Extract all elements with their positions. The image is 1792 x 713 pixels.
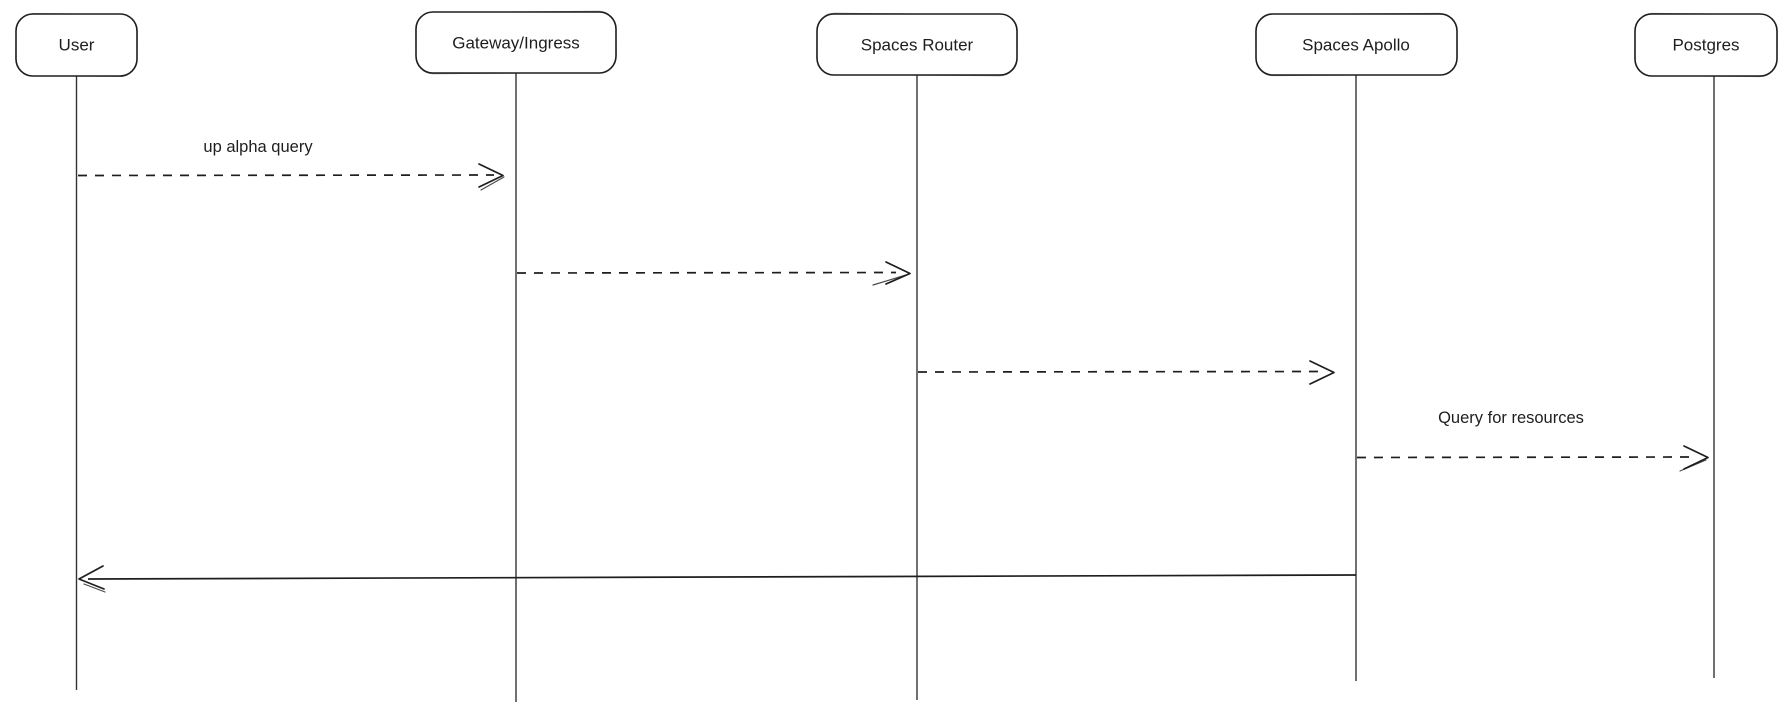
message-gateway-to-spaces-router [516,261,911,286]
message-user-to-gateway: up alpha query [77,138,505,191]
actor-gateway-ingress: Gateway/Ingress [415,10,617,75]
actor-box-gateway-ingress [415,11,617,74]
actor-label-spaces-apollo: Spaces Apollo [1302,36,1410,55]
arrowhead-right-spaces-router-sketch-stroke [872,274,907,286]
message-line-spaces-apollo-to-postgres [1356,456,1695,459]
actor-box-postgres [1634,13,1778,77]
actor-user: User [15,13,138,77]
arrowhead-right-gateway [478,163,504,188]
message-spaces-apollo-to-postgres: Query for resources [1356,409,1709,472]
message-spaces-apollo-to-user-return [78,565,1357,593]
actor-spaces-apollo: Spaces Apollo [1255,12,1458,77]
actor-box-user [15,13,138,77]
actor-label-gateway-ingress: Gateway/Ingress [452,34,580,53]
actor-label-spaces-router: Spaces Router [861,36,974,55]
message-spaces-router-to-spaces-apollo [917,360,1335,385]
arrowhead-right-spaces-apollo [1309,360,1335,385]
arrowhead-left-user [78,565,105,590]
arrowhead-right-postgres-sketch-stroke [1679,459,1707,472]
arrowhead-right-postgres [1683,445,1709,470]
message-line-spaces-router-to-spaces-apollo [917,370,1320,373]
message-line-return-to-user [87,574,1357,580]
actor-box-spaces-router [816,13,1018,76]
actor-spaces-router: Spaces Router [816,12,1018,77]
actor-box-spaces-apollo [1255,13,1458,76]
arrowhead-left-user-sketch-stroke [83,583,106,593]
actor-label-user: User [59,36,95,55]
lifelines [75,73,1715,702]
message-line-user-to-gateway [77,174,495,177]
message-line-gateway-to-spaces-router [516,271,897,274]
actor-label-postgres: Postgres [1672,36,1739,55]
actor-postgres: Postgres [1634,12,1778,78]
message-label-query-for-resources: Query for resources [1438,409,1584,427]
message-label-up-alpha-query: up alpha query [203,138,313,156]
arrowhead-right-spaces-router [885,261,911,285]
arrowhead-right-gateway-sketch-stroke [480,176,505,191]
